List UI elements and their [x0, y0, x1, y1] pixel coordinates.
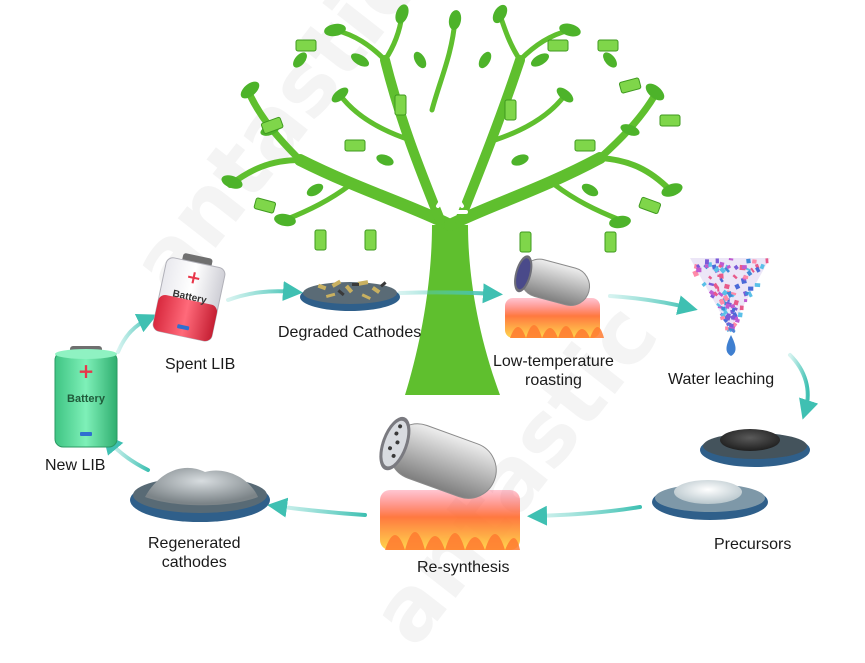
leaching-particle [716, 302, 721, 308]
arrow-degraded-to-roasting [398, 283, 503, 304]
label-low-temperature-line2: roasting [525, 372, 582, 389]
label-new-lib: New LIB [45, 457, 106, 474]
leaching-particle [721, 289, 729, 297]
leaching-particle [708, 289, 716, 297]
leaching-particle [708, 282, 715, 287]
leaching-particle [732, 274, 738, 280]
leaching-particle [704, 259, 709, 265]
precursors-dishes [652, 429, 810, 520]
leaching-particle [748, 286, 754, 291]
degraded-cathodes-dish [300, 279, 400, 311]
label-regenerated-cathodes: Regenerated cathodes [148, 534, 241, 572]
leaching-particle [726, 313, 731, 317]
leaching-particle [733, 299, 739, 306]
leaching-particle [730, 291, 737, 296]
leaching-particle [752, 259, 757, 264]
arrow-precursors-to-resynthesis [527, 505, 642, 526]
leaching-particle [746, 258, 751, 264]
leaching-particle [721, 306, 725, 311]
leaching-particle [741, 265, 747, 270]
leaching-particle [717, 286, 720, 292]
leaching-particle [754, 283, 761, 288]
label-re-synthesis: Re-synthesis [417, 559, 510, 576]
water-drop-icon [726, 335, 736, 356]
leaching-particle [717, 291, 724, 297]
leaching-particle [724, 314, 731, 321]
leaching-particle [729, 323, 734, 328]
leaching-particle [744, 291, 749, 296]
leaching-particle [717, 274, 723, 277]
leaching-particle [708, 275, 713, 280]
leaching-particle [725, 303, 731, 309]
svg-text:+: + [184, 266, 203, 290]
roasting-furnace [505, 255, 604, 338]
label-regenerated-line2: cathodes [161, 554, 227, 571]
process-arrows [102, 281, 819, 526]
leaching-particle [718, 264, 723, 269]
label-spent-lib: Spent LIB [165, 356, 236, 373]
leaching-particle [723, 283, 730, 290]
label-low-temperature-roasting: Low-temperature roasting [493, 352, 614, 390]
tree-battery-fruits [253, 39, 681, 253]
regenerated-cathodes-dish [130, 467, 270, 522]
label-regenerated-line1: Regenerated [148, 535, 241, 552]
leaching-particle [726, 264, 732, 270]
leaching-particle [728, 258, 734, 261]
leaching-particle [765, 258, 769, 264]
water-leaching-funnel [690, 258, 770, 356]
leaching-particle [730, 314, 737, 320]
leaching-particle [719, 315, 726, 321]
tree-trunk [405, 225, 500, 395]
leaching-particle [755, 266, 761, 273]
leaching-particle [719, 277, 724, 283]
leaching-particle [726, 291, 732, 296]
recycling-tree [221, 4, 683, 395]
new-battery: + Battery [54, 346, 118, 448]
arrow-leaching-to-precursors [788, 353, 819, 420]
label-water-leaching: Water leaching [668, 371, 775, 388]
arrow-resynthesis-to-regenerated [267, 497, 367, 518]
leaching-particle [730, 303, 736, 309]
label-low-temperature-line1: Low-temperature [493, 353, 614, 370]
label-degraded-cathodes: Degraded Cathodes [278, 324, 422, 341]
leaching-particle [728, 327, 735, 332]
leaching-particle [734, 283, 741, 290]
spent-battery: + Battery [152, 253, 226, 342]
leaching-particle [735, 318, 740, 323]
arrow-roasting-to-leaching [608, 294, 698, 315]
arrow-new-to-spent [116, 314, 158, 354]
resynthesis-furnace [379, 416, 520, 550]
leaching-particle [718, 298, 725, 306]
leaching-particle [704, 264, 710, 268]
arrow-spent-to-degraded [226, 281, 303, 302]
leaching-particle [743, 275, 749, 280]
leaching-particle [746, 270, 753, 277]
recycle-icon [436, 185, 468, 214]
leaching-particle [759, 263, 765, 270]
leaching-particle [725, 326, 729, 331]
leaching-particle [724, 266, 730, 273]
leaching-particle [715, 258, 719, 264]
leaching-particle [722, 294, 730, 302]
leaching-particle [695, 264, 701, 269]
svg-text:+: + [78, 359, 95, 383]
leaching-particle [713, 291, 719, 297]
leaching-particle [732, 312, 738, 318]
leaching-particle [743, 299, 748, 303]
recycling-diagram: + Battery + Battery [54, 4, 819, 550]
leaching-particle [737, 312, 743, 318]
leaching-particle [696, 267, 702, 273]
leaching-particle [719, 266, 727, 274]
label-precursors: Precursors [714, 536, 792, 553]
leaching-particle [701, 281, 707, 287]
leaching-particle [731, 307, 736, 313]
leaching-particle [750, 267, 755, 273]
leaching-particle [708, 262, 713, 267]
tree-leaves [221, 4, 683, 229]
leaching-particle [733, 264, 739, 271]
leaching-particle [713, 266, 720, 273]
leaching-particle [739, 305, 744, 311]
new-battery-label: Battery [67, 393, 106, 405]
